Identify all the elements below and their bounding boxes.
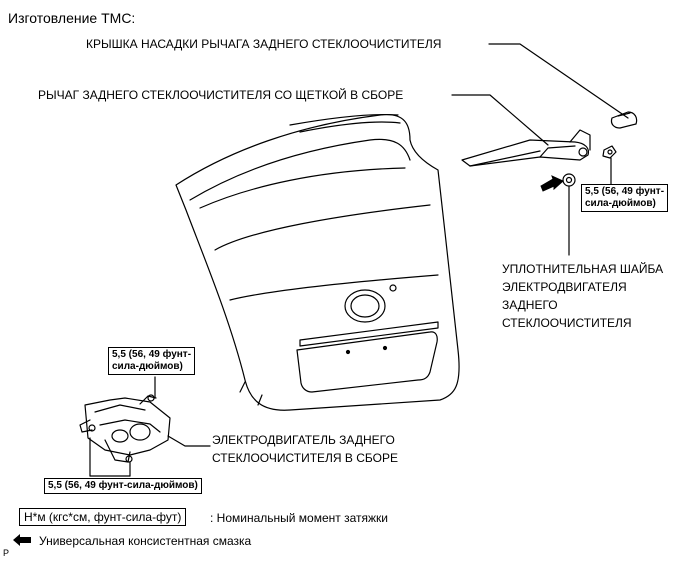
cap-drawing xyxy=(610,111,638,129)
wiper-arm-drawing xyxy=(461,129,591,167)
grease-arrow-legend-icon xyxy=(13,534,31,546)
torque-motor-upper: 5,5 (56, 49 фунт- сила-дюймов) xyxy=(108,347,196,375)
nut-drawing xyxy=(602,145,617,159)
label-motor: ЭЛЕКТРОДВИГАТЕЛЬ ЗАДНЕГО СТЕКЛООЧИСТИТЕЛ… xyxy=(212,433,398,465)
label-washer: УПЛОТНИТЕЛЬНАЯ ШАЙБА ЭЛЕКТРОДВИГАТЕЛЯ ЗА… xyxy=(502,262,663,330)
torque-arm-nut: 5,5 (56, 49 фунт- сила-дюймов) xyxy=(581,184,669,212)
label-motor-line: ЭЛЕКТРОДВИГАТЕЛЬ ЗАДНЕГО xyxy=(212,433,395,447)
label-washer-line: ЗАДНЕГО xyxy=(502,298,558,312)
page-title: Изготовление TMC: xyxy=(8,10,136,26)
washer-drawing xyxy=(562,173,576,187)
torque-line: сила-дюймов) xyxy=(585,198,656,209)
label-cap: КРЫШКА НАСАДКИ РЫЧАГА ЗАДНЕГО СТЕКЛООЧИС… xyxy=(86,37,442,51)
torque-motor-lower: 5,5 (56, 49 фунт-сила-дюймов) xyxy=(44,478,202,494)
legend-grease: Универсальная консистентная смазка xyxy=(39,534,252,548)
motor-drawing xyxy=(79,394,171,463)
label-motor-line: СТЕКЛООЧИСТИТЕЛЯ В СБОРЕ xyxy=(212,451,399,465)
torque-line: 5,5 (56, 49 фунт- xyxy=(585,186,665,197)
label-washer-line: УПЛОТНИТЕЛЬНАЯ ШАЙБА xyxy=(502,262,664,276)
leader-lines xyxy=(89,43,629,477)
torque-line: 5,5 (56, 49 фунт- xyxy=(112,349,192,360)
back-door-drawing xyxy=(175,113,460,411)
label-washer-line: СТЕКЛООЧИСТИТЕЛЯ xyxy=(502,316,632,330)
legend-unit-desc: : Номинальный момент затяжки xyxy=(210,511,388,525)
legend-unit-box: Н*м (кгс*см, фунт-сила-фут) xyxy=(19,508,187,526)
label-washer-line: ЭЛЕКТРОДВИГАТЕЛЯ xyxy=(502,280,627,294)
footer-code: P xyxy=(3,548,10,558)
label-arm: РЫЧАГ ЗАДНЕГО СТЕКЛООЧИСТИТЕЛЯ СО ЩЕТКОЙ… xyxy=(38,88,404,102)
torque-line: сила-дюймов) xyxy=(112,361,183,372)
grease-arrow-icon xyxy=(540,175,564,192)
